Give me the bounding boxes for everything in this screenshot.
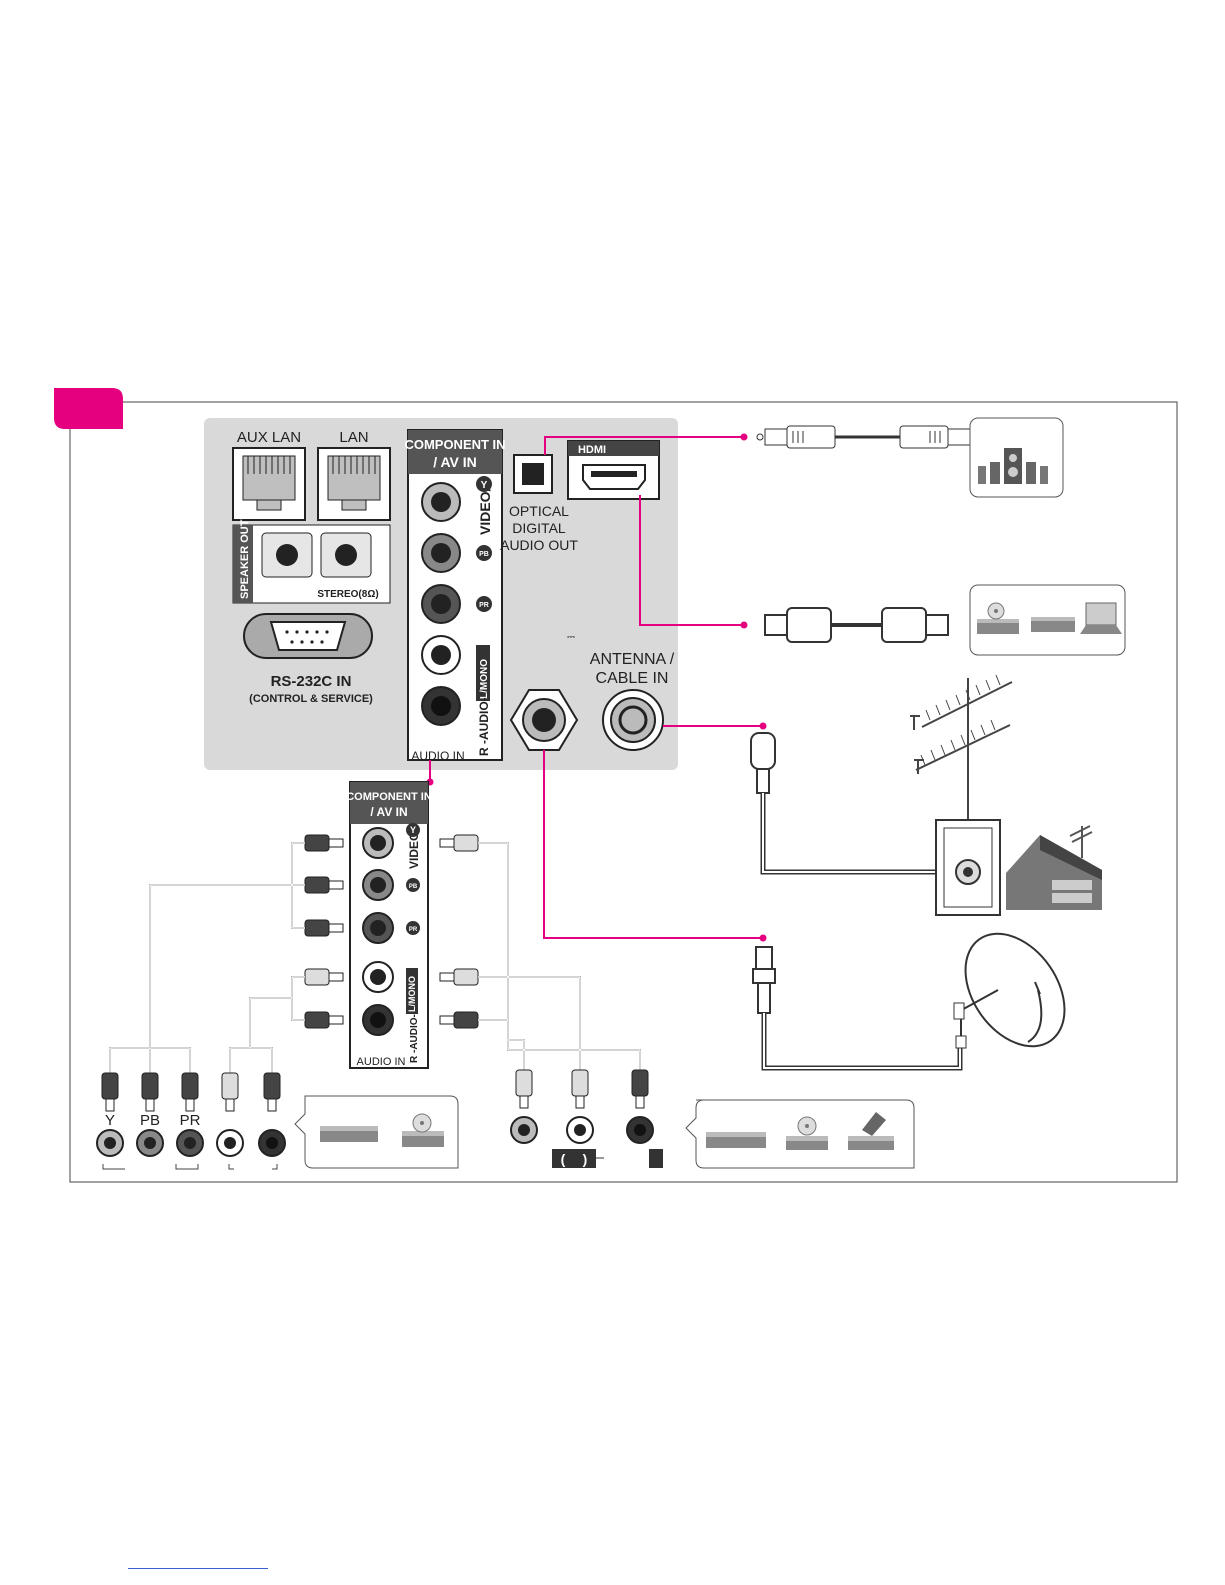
coax-cable-satellite [753, 947, 960, 1068]
aux-lan-label: AUX LAN [237, 429, 301, 446]
optical-cable [757, 426, 970, 448]
speaker-out-right-jack[interactable] [321, 533, 371, 577]
speaker-out-label: SPEAKER OUT [239, 519, 251, 599]
panel-pr-badge: PR [479, 602, 489, 609]
zoom-title-2: / AV IN [370, 805, 407, 819]
panel-component-title-1: COMPONENT IN [404, 437, 505, 452]
panel-video-label: VIDEO/ [477, 487, 493, 535]
optical-label-3: AUDIO OUT [500, 537, 578, 553]
home-theater-speakers-icon [970, 418, 1063, 497]
footer-link-underline [128, 1568, 268, 1569]
panel-video-y-jack[interactable] [422, 483, 460, 521]
panel-lmono-label: L/MONO [479, 659, 490, 699]
zoom-audio-r-jack[interactable] [363, 1005, 393, 1035]
component-cables [102, 835, 343, 1111]
coax-cable-antenna [751, 733, 957, 882]
hdmi-label: HDMI [578, 444, 606, 456]
set-top-box-icon [1031, 617, 1075, 632]
tv-back-panel: AUX LAN LAN SPEAKER OUT STEREO(8Ω) [204, 418, 678, 770]
zoom-pb-jack[interactable] [363, 870, 393, 900]
vcr-icon [706, 1132, 766, 1148]
terrestrial-antenna-icon [910, 675, 1012, 822]
device-component-jacks [97, 1130, 285, 1169]
wall-outlet-icon [936, 820, 1000, 915]
panel-y-badge: Y [481, 480, 488, 491]
zoom-y-badge: Y [410, 825, 416, 835]
speaker-out-left-jack[interactable] [262, 533, 312, 577]
panel-audio-l-jack[interactable] [422, 636, 460, 674]
panel-audio-r-jack[interactable] [422, 687, 460, 725]
zoom-video-y-jack[interactable] [363, 828, 393, 858]
optical-audio-out-port[interactable] [514, 455, 552, 493]
lan-label: LAN [339, 429, 368, 446]
composite-paren-right: ) [583, 1151, 588, 1167]
stereo-label: STEREO(8Ω) [317, 589, 378, 600]
hdmi-cable [765, 608, 948, 642]
rs232-sub-label: (CONTROL & SERVICE) [249, 693, 373, 705]
device-port-pb-label: PB [140, 1112, 160, 1129]
panel-component-title-2: / AV IN [433, 454, 477, 470]
device-port-y-label: Y [105, 1112, 115, 1129]
antenna-label-1: ANTENNA / [590, 651, 675, 668]
house-icon [1006, 826, 1102, 910]
zoom-pb-badge: PB [409, 884, 418, 890]
antenna-label-2: CABLE IN [596, 670, 669, 687]
dvd-player-icon [320, 1126, 378, 1142]
zoom-pr-jack[interactable] [363, 913, 393, 943]
rs232-port[interactable] [244, 614, 372, 658]
dc-symbol: ⎓ [567, 632, 575, 643]
component-zoom-panel: COMPONENT IN / AV IN VIDEO/ Y PB PR L/MO… [346, 782, 432, 1068]
zoom-lmono-label: L/MONO [407, 976, 417, 1012]
panel-r-audio-label: R -AUDIO- [477, 697, 491, 756]
zoom-audio-l-jack[interactable] [363, 962, 393, 992]
antenna-cable-in-port[interactable] [603, 690, 663, 750]
satellite-dish-icon [945, 915, 1085, 1065]
lan-port[interactable] [318, 448, 390, 520]
aux-lan-port[interactable] [233, 448, 305, 520]
hdmi-port[interactable] [583, 465, 645, 489]
laptop-icon [1080, 603, 1122, 634]
optical-label-1: OPTICAL [509, 503, 569, 519]
composite-paren-left: ( [561, 1151, 566, 1167]
rs232-label: RS-232C IN [271, 673, 352, 690]
zoom-pr-badge: PR [409, 927, 418, 933]
section-tab [54, 388, 123, 429]
panel-pb-badge: PB [479, 551, 489, 558]
zoom-r-audio-label: R -AUDIO- [409, 1014, 420, 1063]
panel-pr-jack[interactable] [422, 585, 460, 623]
panel-audio-in-label: AUDIO IN [411, 749, 464, 763]
panel-pb-jack[interactable] [422, 534, 460, 572]
zoom-title-1: COMPONENT IN [346, 791, 432, 803]
zoom-audio-in-label: AUDIO IN [357, 1056, 406, 1068]
device-port-pr-label: PR [180, 1112, 201, 1129]
optical-label-2: DIGITAL [512, 520, 566, 536]
